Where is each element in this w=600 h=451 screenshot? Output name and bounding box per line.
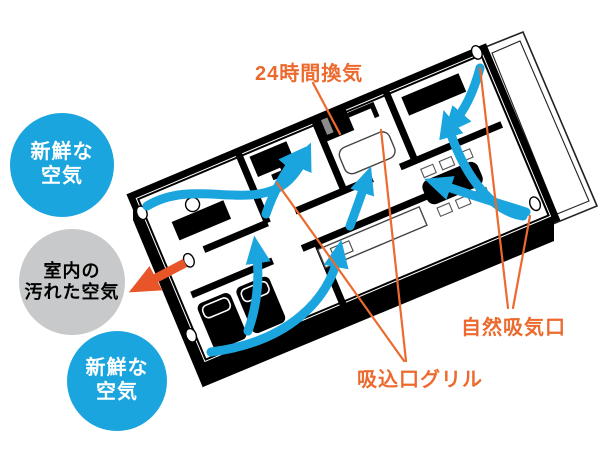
badge-text: 空気 xyxy=(41,165,83,187)
label-intake-grille: 吸込口グリル xyxy=(357,369,483,391)
label-ventilation-24h: 24時間換気 xyxy=(255,63,364,85)
duct-elbow-right xyxy=(347,101,380,119)
leader-intake-grille-left xyxy=(275,181,406,363)
leader-intake-grille-right xyxy=(379,128,408,363)
annotation-leaders xyxy=(275,66,532,363)
bathtub xyxy=(338,131,396,175)
badge-text: 新鮮な xyxy=(85,357,149,380)
pillow xyxy=(201,297,232,319)
badge-text: 新鮮な xyxy=(30,141,94,164)
intake-vent-living xyxy=(528,196,542,212)
leader-natural-intake-top xyxy=(478,66,510,310)
airflow-arrow xyxy=(206,239,349,357)
wall-inner-edge xyxy=(135,52,552,363)
airflow-arrow xyxy=(345,166,375,231)
badge-text: 空気 xyxy=(96,381,138,403)
leader-natural-intake-side xyxy=(511,214,532,310)
airflow-arrows xyxy=(142,63,531,357)
desk xyxy=(171,200,232,241)
airflow-arrow xyxy=(439,109,528,221)
fresh-air-badge-bottom: 新鮮な 空気 xyxy=(67,331,167,431)
airflow-arrow xyxy=(261,146,307,219)
badge-text: 汚れた空気 xyxy=(24,282,120,302)
exhaust-arrow xyxy=(128,259,188,293)
leader-ventilation-24h xyxy=(311,81,342,136)
wall-vents xyxy=(135,45,542,343)
intake-vent-bedroom xyxy=(185,327,198,343)
airflow-arrow xyxy=(443,63,485,135)
airflow-arrow xyxy=(243,235,271,336)
fresh-air-badge-top: 新鮮な 空気 xyxy=(10,113,114,217)
sofa xyxy=(401,73,467,116)
airflow-arrow xyxy=(424,176,531,217)
front-wall-band xyxy=(203,218,554,387)
label-natural-intake: 自然吸気口 xyxy=(461,317,566,339)
badge-text: 室内の xyxy=(43,260,101,281)
stale-air-badge: 室内の 汚れた空気 xyxy=(19,229,125,335)
intake-vent-corner xyxy=(470,45,483,60)
